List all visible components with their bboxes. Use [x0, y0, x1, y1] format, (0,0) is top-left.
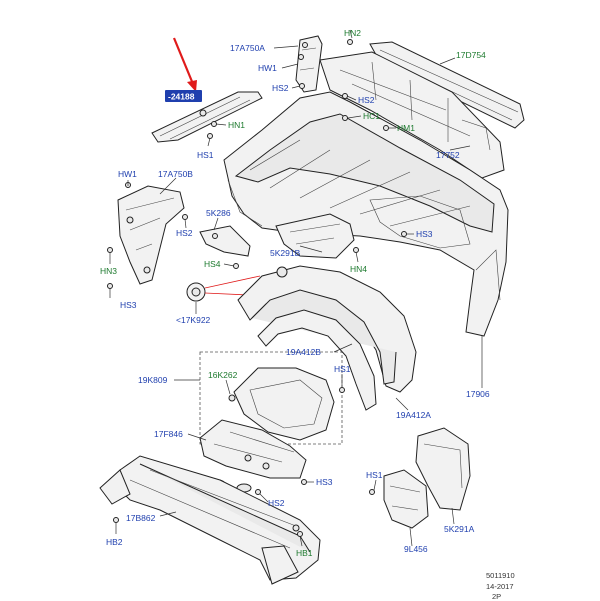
trim-19a412a [257, 309, 377, 411]
label-hw1-top[interactable]: HW1 [258, 63, 277, 73]
panel-19k809 [199, 351, 343, 445]
indicator-arrow [172, 37, 197, 92]
label-hs2-left[interactable]: HS2 [176, 228, 193, 238]
bracket-17a750a [295, 35, 323, 93]
footer-reference: 5011910 14-2017 2P [486, 571, 515, 601]
label-hn1[interactable]: HN1 [228, 120, 245, 130]
bracket-17a750b [117, 185, 185, 285]
label-17a750a[interactable]: 17A750A [230, 43, 265, 53]
label-hs3-right[interactable]: HS3 [416, 229, 433, 239]
label-hs3-bottom[interactable]: HS3 [316, 477, 333, 487]
label-17f846[interactable]: 17F846 [154, 429, 183, 439]
label-5k291a[interactable]: 5K291A [444, 524, 475, 534]
label-hn4[interactable]: HN4 [350, 264, 367, 274]
label-hs1-top[interactable]: HS1 [197, 150, 214, 160]
label-hs2-bottom[interactable]: HS2 [268, 498, 285, 508]
label-17752[interactable]: 17752 [436, 150, 460, 160]
label-hc1[interactable]: HC1 [363, 111, 380, 121]
bracket-9l456 [383, 469, 429, 529]
label-hb2[interactable]: HB2 [106, 537, 123, 547]
shield-5k291a [415, 427, 471, 511]
label-hn2[interactable]: HN2 [344, 28, 361, 38]
label-19a412b[interactable]: 19A412B [286, 347, 321, 357]
lower-cover-19a412b [237, 265, 417, 393]
label-17b862[interactable]: 17B862 [126, 513, 156, 523]
label-17k922[interactable]: <17K922 [176, 315, 211, 325]
beam-17b862 [99, 455, 321, 585]
label-hn3[interactable]: HN3 [100, 266, 117, 276]
label-9l456[interactable]: 9L456 [404, 544, 428, 554]
label-hs2-top[interactable]: HS2 [272, 83, 289, 93]
label-5k291b[interactable]: 5K291B [270, 248, 301, 258]
label-hm1[interactable]: HM1 [397, 123, 415, 133]
absorber-17752 [319, 51, 505, 179]
bracket-5k286 [199, 225, 251, 257]
label-hs4[interactable]: HS4 [204, 259, 221, 269]
highlighted-part-label[interactable]: -24188 [165, 90, 202, 102]
bumper-cover-17906 [223, 91, 509, 337]
shield-5k291b [275, 213, 355, 259]
label-hs1-mid[interactable]: HS1 [334, 364, 351, 374]
part-labels: 17A750A HW1 HS2 HN2 17D754 HS2 HC1 HM1 H… [100, 28, 490, 558]
label-17d754[interactable]: 17D754 [456, 50, 486, 60]
upper-rail-part [151, 91, 263, 143]
label-hs1-bottom[interactable]: HS1 [366, 470, 383, 480]
label-19a412a[interactable]: 19A412A [396, 410, 431, 420]
leader-lines [109, 29, 483, 547]
label-hs3-left[interactable]: HS3 [120, 300, 137, 310]
label-19k809[interactable]: 19K809 [138, 375, 168, 385]
label-hs2-mid[interactable]: HS2 [358, 95, 375, 105]
footer-line-3: 2P [492, 592, 501, 601]
footer-line-1: 5011910 [486, 571, 515, 580]
label-17a750b[interactable]: 17A750B [158, 169, 193, 179]
label-hw1-left[interactable]: HW1 [118, 169, 137, 179]
highlighted-part-text: -24188 [168, 92, 195, 102]
plug-17k922 [186, 275, 271, 302]
label-17906[interactable]: 17906 [466, 389, 490, 399]
footer-line-2: 14-2017 [486, 582, 514, 591]
label-16k262[interactable]: 16K262 [208, 370, 238, 380]
label-5k286[interactable]: 5K286 [206, 208, 231, 218]
label-hb1[interactable]: HB1 [296, 548, 313, 558]
